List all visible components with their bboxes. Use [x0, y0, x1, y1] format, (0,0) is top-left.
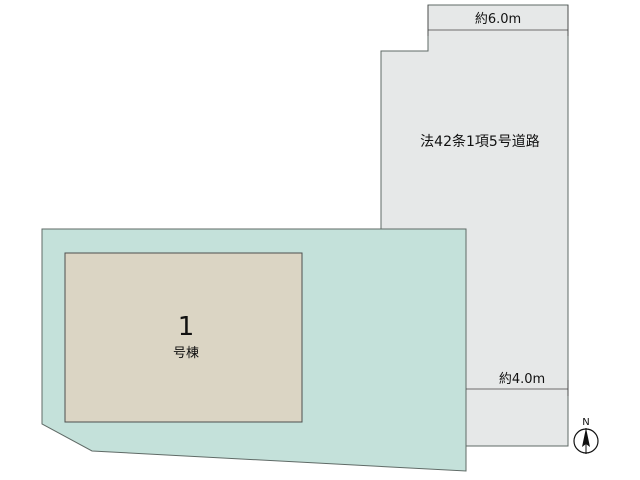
road-width-bottom-label: 約4.0m	[499, 372, 545, 387]
building-1	[64, 252, 303, 423]
building-number-label: 1	[178, 312, 195, 342]
road-width-top-dimension: 約6.0m	[427, 5, 569, 36]
road-name-label: 法42条1項5号道路	[420, 133, 540, 150]
road-width-bottom-dimension: 約4.0m	[466, 372, 569, 396]
building-name-label: 号棟	[173, 346, 199, 361]
north-arrow-icon: N	[573, 417, 599, 454]
north-label: N	[582, 417, 589, 428]
road-width-top-label: 約6.0m	[475, 12, 521, 27]
